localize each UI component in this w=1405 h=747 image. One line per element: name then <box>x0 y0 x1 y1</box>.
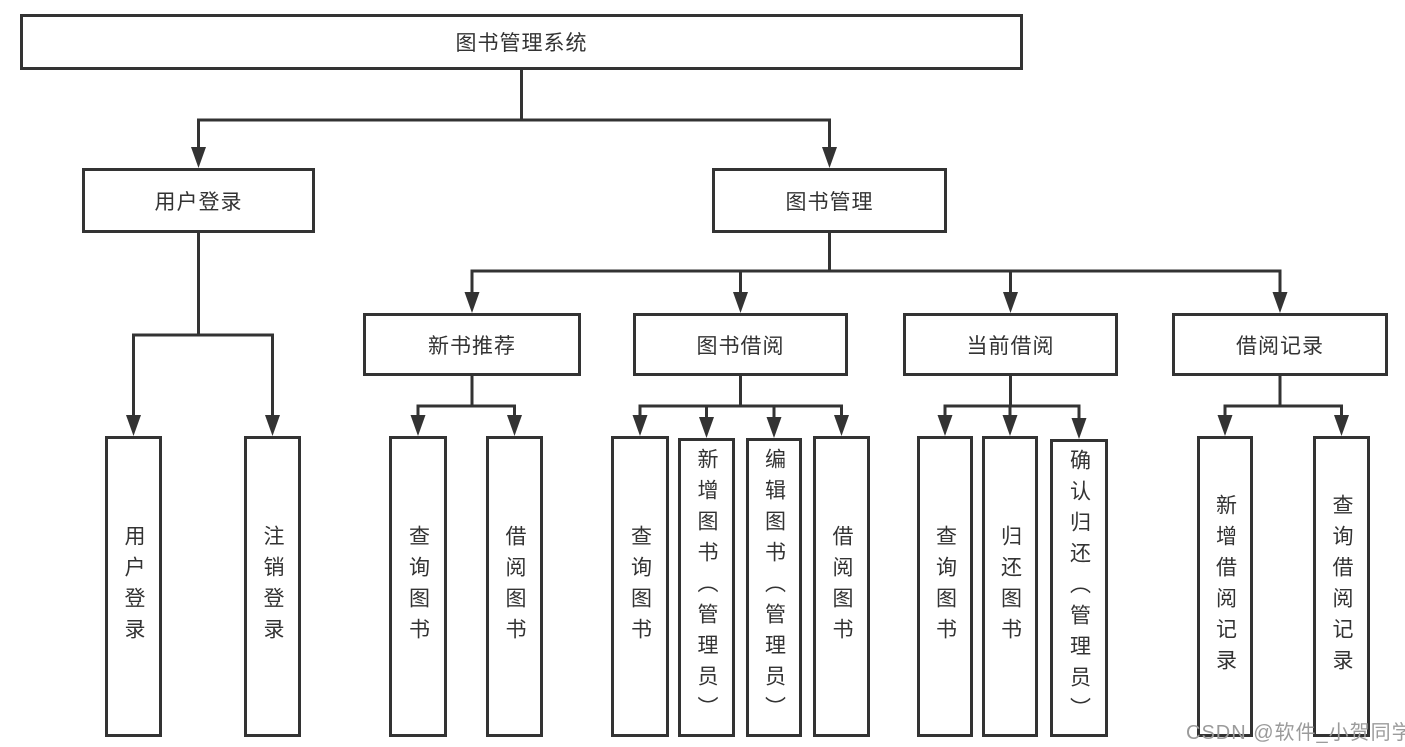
node-label: 新增借阅记录 <box>1213 493 1237 680</box>
leaf-query-books-recommend: 查询图书 <box>389 436 447 737</box>
leaf-query-books-borrow: 查询图书 <box>611 436 669 737</box>
leaf-return-books: 归还图书 <box>982 436 1038 737</box>
node-book-management: 图书管理 <box>712 168 947 233</box>
node-label: 图书借阅 <box>696 334 785 358</box>
node-label: 确认归还（管理员） <box>1067 448 1091 728</box>
node-label: 查询图书 <box>406 524 430 649</box>
node-label: 图书管理系统 <box>455 32 588 55</box>
node-label: 新书推荐 <box>428 334 516 358</box>
leaf-logout: 注销登录 <box>244 436 301 737</box>
node-borrow-records: 借阅记录 <box>1172 313 1388 376</box>
leaf-add-book-admin: 新增图书（管理员） <box>678 438 735 737</box>
node-new-book-recommend: 新书推荐 <box>363 313 581 376</box>
leaf-borrow-books-recommend: 借阅图书 <box>486 436 543 737</box>
node-label: 借阅图书 <box>830 524 853 649</box>
leaf-edit-book-admin: 编辑图书（管理员） <box>746 438 802 737</box>
node-label: 图书管理 <box>785 190 874 214</box>
node-label: 用户登录 <box>122 524 145 649</box>
leaf-confirm-return-admin: 确认归还（管理员） <box>1050 439 1108 737</box>
node-label: 当前借阅 <box>966 334 1055 358</box>
watermark: CSDN @软件_小贺同学 <box>1186 722 1405 744</box>
node-label: 查询图书 <box>628 524 652 649</box>
leaf-add-borrow-record: 新增借阅记录 <box>1197 436 1253 737</box>
leaf-user-login: 用户登录 <box>105 436 162 737</box>
leaf-query-borrow-record: 查询借阅记录 <box>1313 436 1370 737</box>
node-label: 查询图书 <box>933 524 957 649</box>
leaf-query-books-current: 查询图书 <box>917 436 973 737</box>
node-label: 借阅图书 <box>503 524 526 649</box>
node-current-borrow: 当前借阅 <box>903 313 1118 376</box>
node-label: 用户登录 <box>154 190 243 214</box>
leaf-borrow-books: 借阅图书 <box>813 436 870 737</box>
node-library-system: 图书管理系统 <box>20 14 1023 70</box>
node-label: 编辑图书（管理员） <box>762 448 786 727</box>
node-label: 借阅记录 <box>1236 334 1324 358</box>
node-label: 查询借阅记录 <box>1330 493 1353 680</box>
node-book-borrow: 图书借阅 <box>633 313 848 376</box>
node-label: 注销登录 <box>261 524 284 649</box>
node-label: 新增图书（管理员） <box>695 448 718 727</box>
node-user-login: 用户登录 <box>82 168 315 233</box>
node-label: 归还图书 <box>998 524 1022 649</box>
